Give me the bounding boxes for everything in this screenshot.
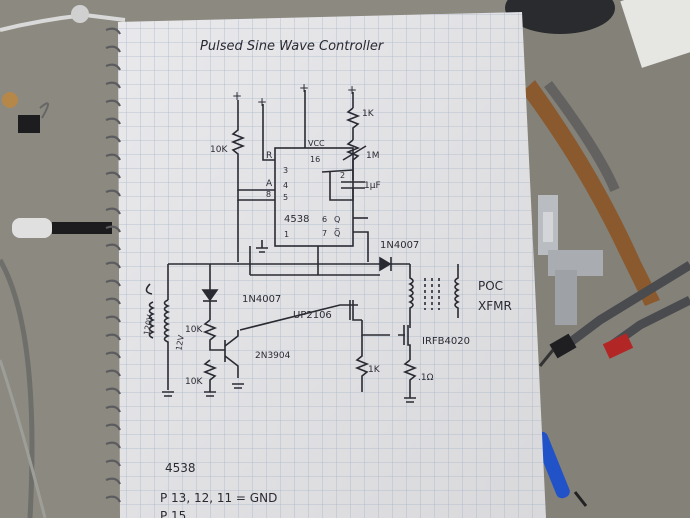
label-plus-4: + xyxy=(347,83,357,97)
label-diode-mid: 1N4007 xyxy=(242,294,281,305)
pin-3: 3 xyxy=(283,166,288,175)
black-spool xyxy=(505,0,615,34)
pin-q: Q xyxy=(334,215,340,224)
pin-16: 16 xyxy=(310,155,320,164)
pin-qbar: Q̅ xyxy=(334,228,340,238)
label-transistor: 2N3904 xyxy=(255,351,291,361)
label-plus-1: + xyxy=(232,89,242,103)
pin-6: 6 xyxy=(322,215,327,224)
probe-leads xyxy=(538,261,690,367)
notebook-title: Pulsed Sine Wave Controller xyxy=(200,39,385,54)
pin-a: A xyxy=(266,179,273,189)
pin-8: 8 xyxy=(266,190,271,199)
pin-1: 1 xyxy=(284,230,289,239)
pin-5: 5 xyxy=(283,193,288,202)
label-10k-bot: 10K xyxy=(185,377,203,387)
label-1k-top: 1K xyxy=(362,109,375,119)
pin-r: R xyxy=(266,151,272,161)
label-r-gate: 1K xyxy=(368,365,381,375)
spiral-binding xyxy=(105,27,121,503)
label-coil-120v: 120V xyxy=(142,314,155,337)
schematic-labels: Pulsed Sine Wave Controller + + + + 10K … xyxy=(142,39,512,518)
white-card xyxy=(620,0,690,68)
notebook-page xyxy=(118,12,546,518)
ic-label: 4538 xyxy=(284,214,309,225)
label-plus-2: + xyxy=(257,95,267,109)
label-xfmr-2: XFMR xyxy=(478,299,512,313)
blue-pen xyxy=(534,431,588,507)
pin-4: 4 xyxy=(283,181,288,190)
left-clutter xyxy=(0,5,126,518)
note-pins: P 13, 12, 11 = GND xyxy=(160,491,277,505)
label-1m: 1M xyxy=(366,151,380,161)
label-mosfet: IRFB4020 xyxy=(422,336,470,347)
label-driver: UP2106 xyxy=(293,310,332,321)
label-coil-12v: 12V xyxy=(174,334,186,351)
note-cut: P 15 xyxy=(160,509,186,518)
label-r-sense: .1Ω xyxy=(418,373,434,383)
label-diode-top: 1N4007 xyxy=(380,240,419,251)
pin-vcc: VCC xyxy=(308,139,325,148)
pin-7: 7 xyxy=(322,229,327,238)
note-ic: 4538 xyxy=(165,461,196,475)
label-10k-mid: 10K xyxy=(185,325,203,335)
pin-2: 2 xyxy=(340,171,345,180)
label-cap: 1µF xyxy=(364,181,381,191)
bnc-tee-connector xyxy=(538,195,603,325)
wire-brush xyxy=(522,80,660,306)
label-10k-left: 10K xyxy=(210,145,228,155)
schematic xyxy=(145,90,460,403)
label-plus-3: + xyxy=(299,81,309,95)
label-xfmr-1: POC xyxy=(478,279,503,293)
